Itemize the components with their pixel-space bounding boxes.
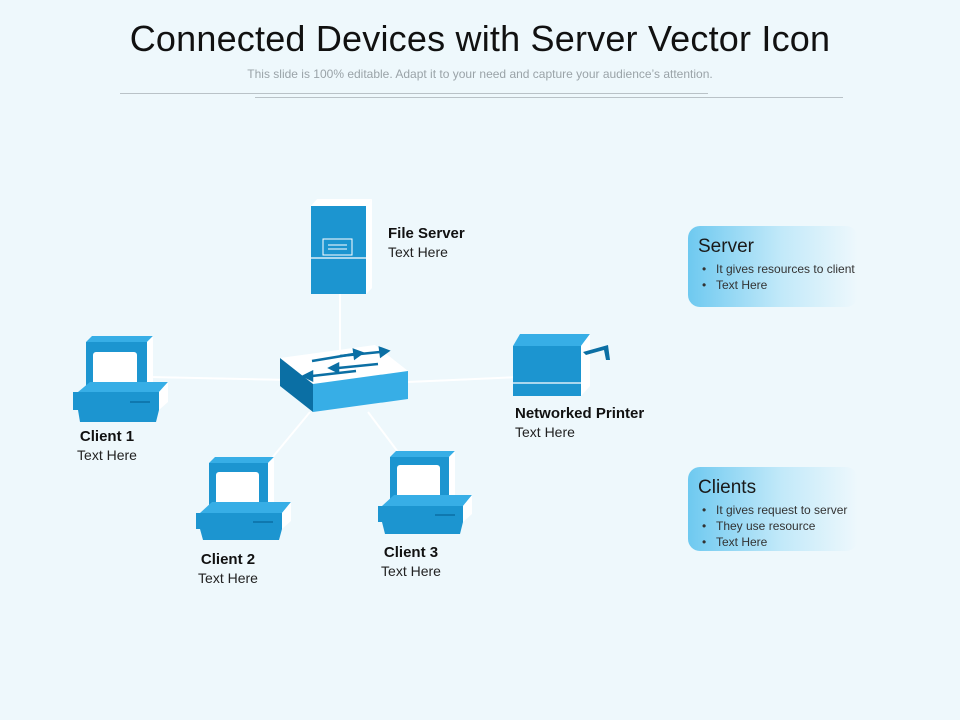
divider-line	[255, 97, 843, 98]
client-3-text: Text Here	[381, 563, 441, 579]
client-2-computer-icon	[196, 457, 291, 540]
client-1-label: Client 1 Text Here	[62, 428, 152, 464]
server-panel-list: •It gives resources to client •Text Here	[698, 261, 858, 293]
clients-panel-list: •It gives request to server •They use re…	[698, 502, 858, 550]
clients-panel-title: Clients	[698, 477, 757, 498]
client-2-name: Client 2	[200, 551, 256, 568]
client-1-computer-icon	[73, 336, 168, 422]
clients-info-panel: Clients •It gives request to server •The…	[688, 467, 858, 551]
client-3-label: Client 3 Text Here	[366, 544, 456, 580]
network-switch-icon	[280, 345, 408, 412]
file-server-icon	[311, 199, 372, 294]
client-3-computer-icon	[378, 451, 472, 534]
printer-text: Text Here	[515, 424, 575, 440]
client-1-text: Text Here	[77, 447, 137, 463]
file-server-text: Text Here	[388, 244, 448, 260]
list-item: •They use resource	[702, 519, 816, 533]
list-item: •Text Here	[702, 278, 768, 292]
list-item: •Text Here	[702, 535, 768, 549]
list-item: •It gives resources to client	[702, 262, 855, 276]
client-1-name: Client 1	[79, 428, 135, 445]
list-item: •It gives request to server	[702, 503, 848, 517]
client-3-name: Client 3	[383, 544, 439, 561]
server-panel-title: Server	[698, 236, 754, 257]
file-server-label: File Server Text Here	[388, 225, 465, 261]
client-2-text: Text Here	[198, 570, 258, 586]
printer-label: Networked Printer Text Here	[515, 405, 644, 441]
file-server-name: File Server	[388, 225, 465, 242]
client-2-label: Client 2 Text Here	[183, 551, 273, 587]
divider-line	[120, 93, 708, 94]
printer-icon	[513, 334, 610, 396]
server-info-panel: Server •It gives resources to client •Te…	[688, 226, 858, 307]
printer-name: Networked Printer	[515, 405, 645, 422]
page-title: Connected Devices with Server Vector Ico…	[129, 18, 831, 59]
page-subtitle: This slide is 100% editable. Adapt it to…	[247, 67, 713, 81]
